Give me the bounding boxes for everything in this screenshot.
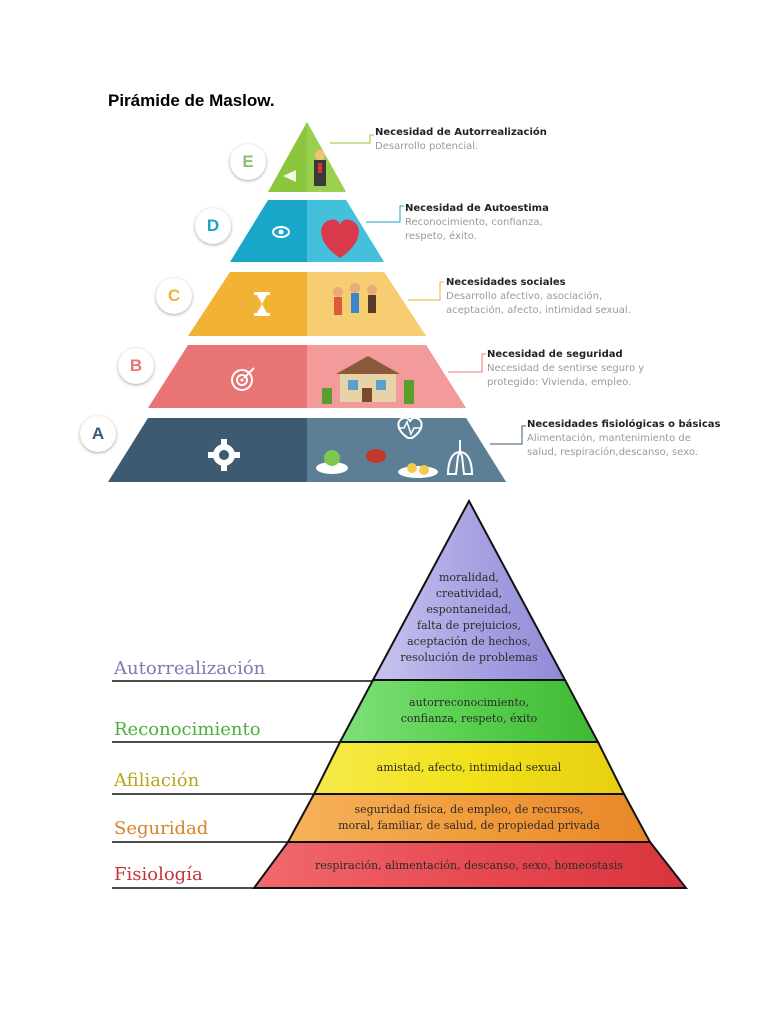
house-icon — [322, 356, 414, 404]
target-icon — [231, 367, 255, 391]
level-e-title: Necesidad de Autorrealización — [375, 127, 547, 138]
text-autorrealizacion: moralidad, creatividad, espontaneidad, f… — [389, 570, 549, 666]
text-line: moralidad, — [438, 571, 500, 584]
level-b-letter: B — [118, 348, 154, 384]
level-d-description: Necesidad de Autoestima Reconocimiento, … — [405, 202, 549, 244]
level-c-letter: C — [156, 278, 192, 314]
heartbeat-icon — [397, 416, 423, 439]
connector-b — [448, 353, 486, 373]
text-line: confianza, respeto, éxito — [400, 712, 538, 725]
text-fisiologia: respiración, alimentación, descanso, sex… — [269, 858, 669, 874]
hourglass-icon — [254, 292, 270, 316]
friends-icon — [333, 283, 377, 315]
level-a-title: Necesidades fisiológicas o básicas — [527, 419, 721, 430]
heart-icon — [321, 219, 359, 258]
text-line: aceptación de hechos, — [407, 635, 531, 648]
text-line: moral, familiar, de salud, de propiedad … — [338, 819, 600, 832]
level-a-letter: A — [80, 416, 116, 452]
text-line: autorreconocimiento, — [409, 696, 529, 709]
level-d-letter: D — [195, 208, 231, 244]
label-fisiologia: Fisiología — [114, 864, 203, 885]
text-line: espontaneidad, — [426, 603, 512, 616]
connector-e — [330, 134, 374, 144]
connector-c — [408, 281, 444, 301]
eye-icon — [272, 226, 290, 238]
connector-a — [490, 425, 526, 445]
level-a-desc-line: Alimentación, mantenimiento de — [527, 433, 691, 444]
level-b-desc-line: Necesidad de sentirse seguro y — [487, 363, 645, 374]
text-line: creatividad, — [435, 587, 503, 600]
gear-icon — [208, 439, 240, 471]
lungs-icon — [446, 440, 474, 475]
pyramid-infographic — [108, 122, 526, 482]
level-c-desc-line: aceptación, afecto, intimidad sexual. — [446, 305, 631, 316]
text-seguridad: seguridad física, de empleo, de recursos… — [319, 802, 619, 834]
level-e-description: Necesidad de Autorrealización Desarrollo… — [375, 126, 547, 154]
level-e-desc-line: Desarrollo potencial. — [375, 141, 479, 152]
level-c-title: Necesidades sociales — [446, 277, 566, 288]
level-c-desc-line: Desarrollo afectivo, asociación, — [446, 291, 603, 302]
level-d-desc-line: respeto, éxito. — [405, 231, 477, 242]
label-autorrealizacion: Autorrealización — [114, 658, 266, 679]
text-line: falta de prejuicios, — [417, 619, 521, 632]
food-icon — [316, 449, 438, 478]
label-reconocimiento: Reconocimiento — [114, 719, 261, 740]
level-b-desc-line: protegido: Vivienda, empleo. — [487, 377, 632, 388]
level-a-description: Necesidades fisiológicas o básicas Alime… — [527, 418, 720, 460]
flag-icon — [283, 170, 296, 182]
label-seguridad: Seguridad — [114, 818, 209, 839]
text-line: resolución de problemas — [400, 651, 538, 664]
text-line: seguridad física, de empleo, de recursos… — [354, 803, 584, 816]
level-b-description: Necesidad de seguridad Necesidad de sent… — [487, 348, 644, 390]
level-d-desc-line: Reconocimiento, confianza, — [405, 217, 543, 228]
text-afiliacion: amistad, afecto, intimidad sexual — [339, 760, 599, 776]
level-b-title: Necesidad de seguridad — [487, 349, 623, 360]
level-fisiologia — [252, 841, 689, 889]
level-c-description: Necesidades sociales Desarrollo afectivo… — [446, 276, 631, 318]
person-icon — [314, 150, 326, 186]
text-line: amistad, afecto, intimidad sexual — [376, 761, 562, 774]
level-a-desc-line: salud, respiración,descanso, sexo. — [527, 447, 698, 458]
label-afiliacion: Afiliación — [114, 770, 200, 791]
text-reconocimiento: autorreconocimiento, confianza, respeto,… — [369, 695, 569, 727]
document-title: Pirámide de Maslow. — [108, 91, 275, 110]
text-line: respiración, alimentación, descanso, sex… — [314, 859, 624, 872]
level-e-letter: E — [230, 144, 266, 180]
level-d-title: Necesidad de Autoestima — [405, 203, 549, 214]
connector-d — [366, 205, 404, 223]
